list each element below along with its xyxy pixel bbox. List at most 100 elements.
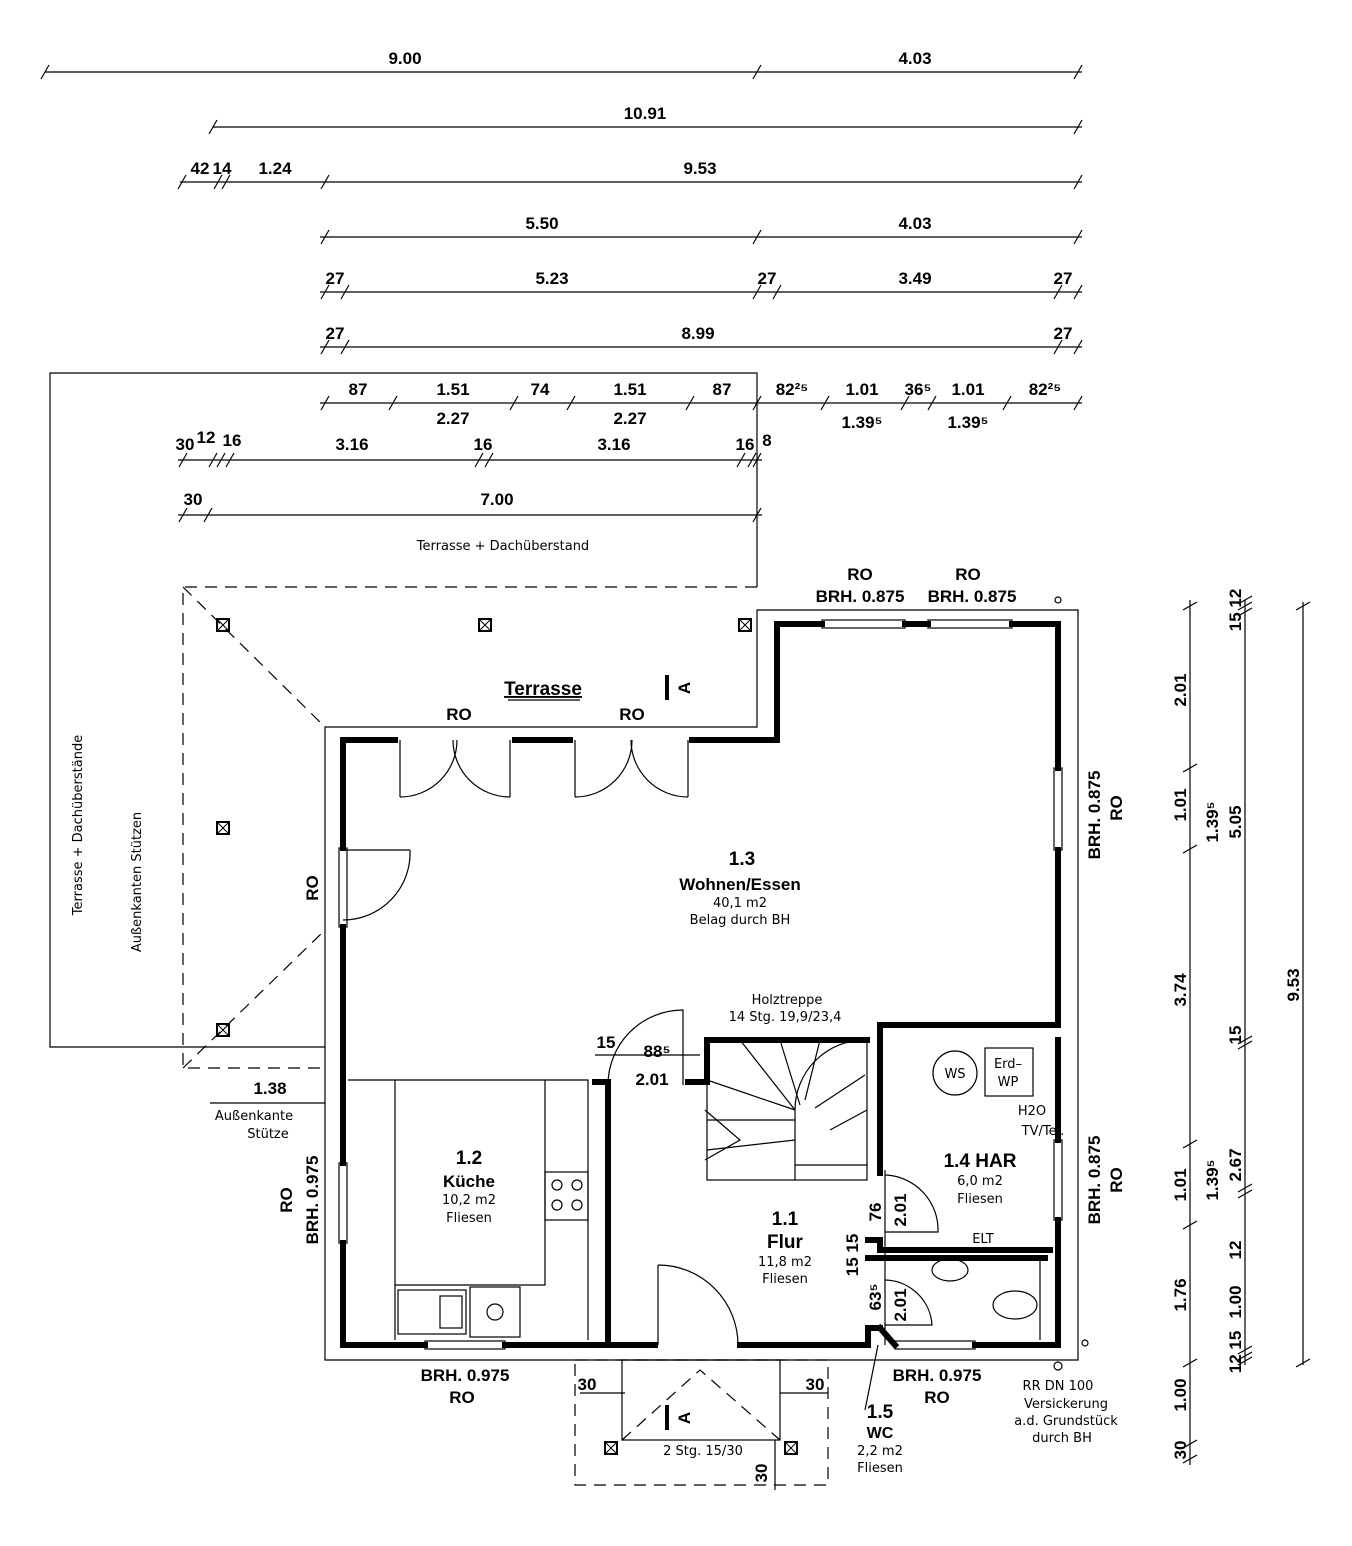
dimension-tick — [225, 452, 235, 468]
window-label: BRH. 0.975 — [303, 1156, 322, 1245]
window-label: BRH. 0.875 — [928, 587, 1017, 606]
columns — [216, 618, 798, 1455]
side-roof-label: Terrasse + Dachüberstände — [71, 735, 86, 916]
window-label: RO — [449, 1388, 475, 1407]
dim-label: 15 — [597, 1033, 616, 1052]
dim-label: 3.49 — [898, 269, 931, 288]
interior-dimensions: 15 88⁵ 2.01 76 2.01 15 15 63⁵ 2.01 — [595, 1033, 910, 1411]
dim-label: 8 — [762, 431, 771, 450]
dim-label: 30 — [752, 1464, 771, 1483]
dim-label: 1.51 — [436, 380, 469, 399]
dim-label: 1.39⁵ — [947, 413, 988, 432]
dimension-tick — [320, 339, 330, 355]
dimension-tick — [340, 284, 350, 300]
dim-label: 27 — [1054, 324, 1073, 343]
column-edge-label: Stütze — [247, 1127, 289, 1142]
column-icon — [478, 618, 492, 632]
dim-label: 63⁵ — [866, 1284, 885, 1311]
dim-label: 9.53 — [1284, 968, 1303, 1001]
column-icon — [216, 1023, 230, 1037]
stairs-label: 14 Stg. 19,9/23,4 — [729, 1010, 842, 1025]
room-name: WC — [867, 1425, 894, 1442]
dim-label: 2.27 — [436, 409, 469, 428]
dim-label: 10.91 — [624, 104, 667, 123]
dimension-tick — [178, 452, 188, 468]
dimension-tick — [320, 229, 330, 245]
dim-label: 1.01 — [1171, 1168, 1190, 1201]
dimension-tick — [1073, 229, 1083, 245]
dimension-labels-top: 9.00 4.03 10.91 42 14 1.24 9.53 5.50 4.0… — [176, 49, 1073, 509]
room-name: Küche — [443, 1172, 495, 1191]
dimension-tick — [1182, 1220, 1198, 1230]
room-wc: 1.5 WC 2,2 m2 Fliesen — [857, 1402, 903, 1476]
building-outline — [324, 609, 1079, 1361]
room-number: 1.3 — [729, 849, 755, 870]
dim-label: 87 — [349, 380, 368, 399]
heat-pump-label: WP — [998, 1075, 1019, 1090]
tv-label: TV/Tel. — [1021, 1124, 1065, 1139]
washbasin-icon — [992, 1290, 1038, 1320]
dimension-tick — [1073, 284, 1083, 300]
room-name: Wohnen/Essen — [679, 875, 801, 894]
dimension-tick — [474, 452, 484, 468]
dim-label: 3.16 — [335, 435, 368, 454]
dim-label: 12 — [1226, 1241, 1245, 1260]
ws-label: WS — [944, 1067, 965, 1082]
dim-label: 16 — [223, 431, 242, 450]
drain-label: a.d. Grundstück — [1014, 1414, 1118, 1429]
dimension-tick — [1237, 1189, 1253, 1199]
dimension-tick — [320, 395, 330, 411]
dim-label: 30 — [176, 435, 195, 454]
dimension-tick — [1237, 1040, 1253, 1050]
dimension-tick — [685, 395, 695, 411]
dim-label: 2.27 — [613, 409, 646, 428]
terrace-roof-label: Terrasse + Dachüberstand — [416, 539, 589, 554]
room-number: 1.2 — [456, 1148, 482, 1169]
dim-label: 1.00 — [1226, 1285, 1245, 1318]
room-floor: Fliesen — [446, 1211, 492, 1226]
dim-label: 30 — [806, 1375, 825, 1394]
dim-label: 87 — [713, 380, 732, 399]
dim-label: 1.51 — [613, 380, 646, 399]
dim-label: 3.74 — [1171, 973, 1190, 1007]
dim-label: 27 — [758, 269, 777, 288]
dimension-tick — [1053, 284, 1063, 300]
heat-pump-icon — [984, 1047, 1034, 1097]
room-area: 10,2 m2 — [442, 1193, 496, 1208]
dim-label: 1.24 — [258, 159, 292, 178]
dimension-tick — [1182, 1454, 1198, 1464]
dimension-tick — [1053, 339, 1063, 355]
room-floor: Belag durch BH — [690, 913, 791, 928]
dimension-tick — [900, 395, 910, 411]
window-label: RO — [1107, 1167, 1126, 1193]
dimension-tick — [1182, 601, 1198, 611]
elt-label: ELT — [972, 1232, 994, 1247]
side-columns-label: Außenkanten Stützen — [130, 812, 145, 952]
dim-label: 76 — [866, 1203, 885, 1222]
sink-icon — [397, 1289, 467, 1335]
water-storage-icon — [932, 1050, 978, 1096]
dimension-tick — [1237, 1183, 1253, 1193]
dim-label: 30 — [184, 490, 203, 509]
windows — [338, 619, 1063, 1350]
dim-label: 74 — [531, 380, 550, 399]
stove-icon — [544, 1171, 589, 1221]
dimension-tick — [1237, 607, 1253, 617]
utility-fixtures: WS Erd– WP H2O TV/Tel. ELT RR DN 100 Ver… — [931, 596, 1118, 1446]
window-label: BRH. 0.975 — [893, 1366, 982, 1385]
dim-label: 3.16 — [597, 435, 630, 454]
dimension-tick — [1073, 395, 1083, 411]
dim-label: 8.99 — [681, 324, 714, 343]
dimension-tick — [213, 174, 223, 190]
window-label: RO — [619, 705, 645, 724]
dim-label: 2.01 — [891, 1193, 910, 1226]
dimension-tick — [752, 64, 762, 80]
drain-label: RR DN 100 — [1023, 1379, 1094, 1394]
drain-label: durch BH — [1032, 1431, 1092, 1446]
terrace-roof-outline: Terrasse + Dachüberstand Terrasse + Dach… — [49, 372, 758, 1048]
dim-label: 88⁵ — [644, 1042, 671, 1061]
dimension-tick — [1073, 64, 1083, 80]
window-labels: RO RO RO BRH. 0.875 RO BRH. 0.875 BRH. 0… — [277, 565, 1126, 1407]
dim-label: 2.01 — [891, 1288, 910, 1321]
room-area: 40,1 m2 — [713, 896, 767, 911]
